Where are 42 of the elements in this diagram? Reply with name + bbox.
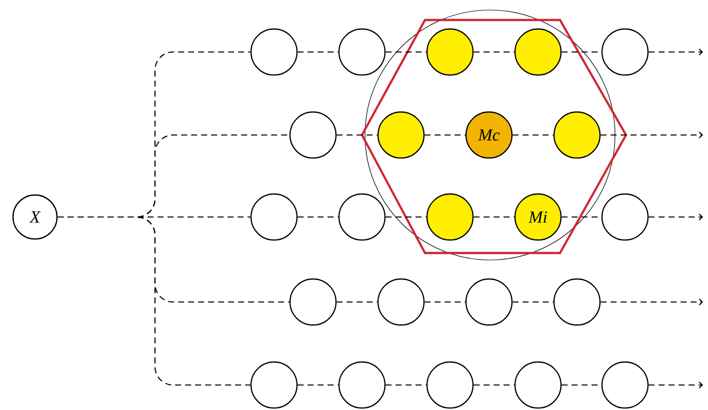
site-circle [553, 111, 601, 159]
dashed-connector [386, 384, 426, 386]
site-circle [338, 361, 386, 409]
dashed-connector [386, 51, 426, 53]
dashed-connector [600, 298, 704, 306]
site-circle [553, 278, 601, 326]
dashed-connector [424, 301, 466, 303]
dashed-connector [512, 134, 554, 136]
dashed-connector [386, 216, 426, 218]
site-circle [426, 361, 474, 409]
dashed-connector [648, 48, 704, 56]
site-circle [377, 278, 425, 326]
dashed-connector [336, 134, 378, 136]
dashed-connector [58, 216, 250, 386]
site-circle [601, 361, 649, 409]
site-circle [338, 28, 386, 76]
site-circle [250, 193, 298, 241]
site-circle [426, 193, 474, 241]
site-circle [514, 361, 562, 409]
dashed-connector [600, 132, 704, 138]
site-circle [289, 111, 337, 159]
site-circle [338, 193, 386, 241]
dashed-connector [298, 216, 338, 218]
dashed-connector [298, 384, 338, 386]
site-circle [514, 28, 562, 76]
dashed-connector [648, 214, 704, 220]
dashed-connector [474, 384, 514, 386]
site-circle [289, 278, 337, 326]
site-circle [601, 193, 649, 241]
dashed-connector [648, 382, 704, 388]
site-circle [426, 28, 474, 76]
dashed-connector [298, 51, 338, 53]
site-circle [465, 278, 513, 326]
dashed-connector [336, 301, 378, 303]
dashed-connector [512, 301, 554, 303]
site-circle [601, 28, 649, 76]
site-circle [250, 28, 298, 76]
dashed-connector [474, 216, 514, 218]
dashed-connector [474, 51, 514, 53]
site-circle [250, 361, 298, 409]
dashed-connector [424, 134, 466, 136]
site-circle [377, 111, 425, 159]
